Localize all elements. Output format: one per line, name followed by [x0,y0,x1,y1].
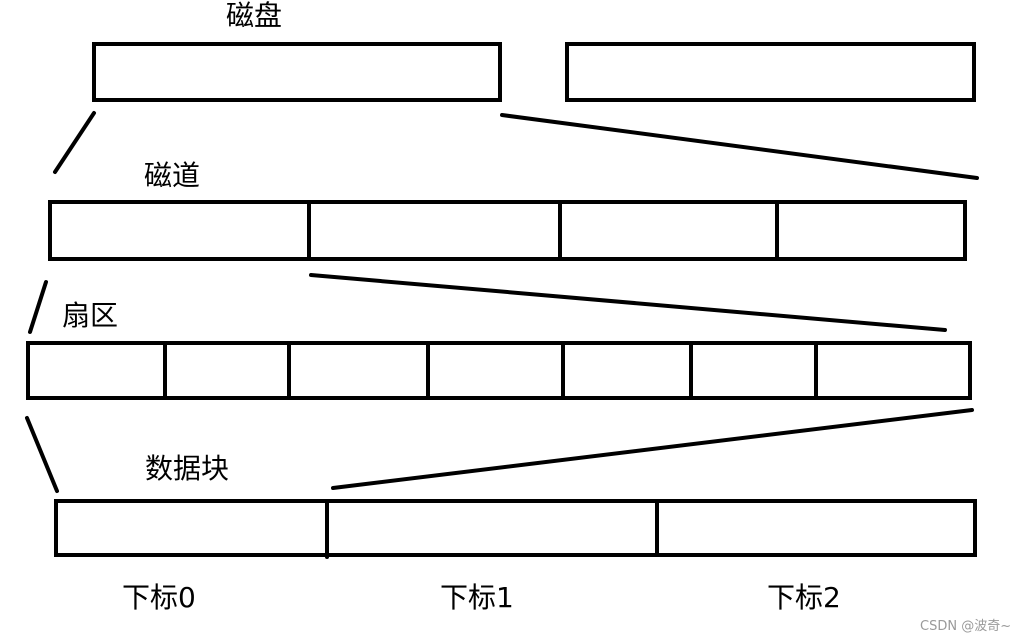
disk-box-1 [92,42,502,102]
sector-to-block-left-line [25,416,59,493]
block-label: 数据块 [145,452,230,485]
watermark: CSDN @波奇~ [920,619,1012,634]
sector-label: 扇区 [62,299,119,332]
index-label-0: 下标0 [122,581,196,614]
disk-to-track-left-line [53,111,96,174]
index-label-1: 下标1 [440,581,514,614]
block-row-outline [54,499,977,557]
disk-label: 磁盘 [226,0,283,32]
track-to-sector-left-line [28,280,48,334]
track-label: 磁道 [144,159,201,192]
sector-to-block-right-line [331,408,974,490]
sector-row-outline [26,341,972,400]
disk-row [92,42,976,102]
block-row [54,499,977,559]
zoom-connectors [25,111,979,493]
sector-row [26,341,972,400]
index-label-2: 下标2 [767,581,841,614]
disk-box-2 [565,42,976,102]
track-to-sector-right-line [309,273,947,332]
track-row [48,200,967,261]
disk-to-track-right-line [500,113,979,180]
track-row-outline [48,200,967,261]
